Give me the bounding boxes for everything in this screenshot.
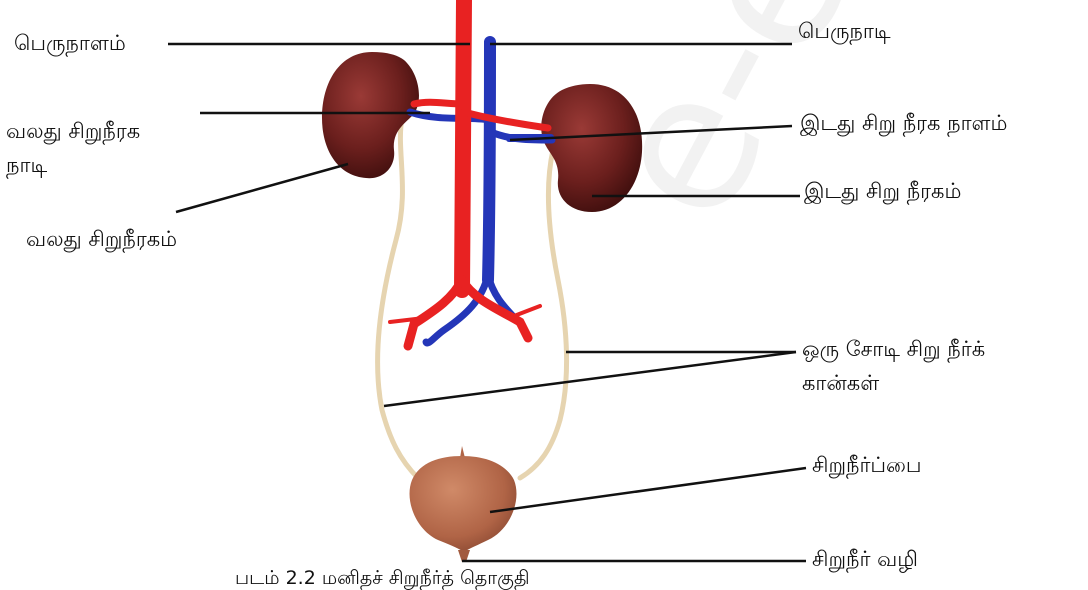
label-right-renal-artery-line2: நாடி xyxy=(6,152,47,178)
label-right-kidney: வலது சிறுநீரகம் xyxy=(26,226,177,252)
aorta xyxy=(390,0,548,346)
label-ureters-line1: ஒரு சோடி சிறு நீர்க் xyxy=(802,336,985,362)
label-ureters-line2: கான்கள் xyxy=(802,370,879,396)
label-urethra: சிறுநீர் வழி xyxy=(812,546,918,572)
label-left-kidney: இடது சிறு நீரகம் xyxy=(804,178,961,204)
label-aorta-right: பெருநாடி xyxy=(798,18,891,44)
label-left-renal-vein: இடது சிறு நீரக நாளம் xyxy=(800,110,1007,136)
left-kidney-shape xyxy=(541,84,642,212)
label-right-renal-artery-line1: வலது சிறுநீரக xyxy=(6,118,140,144)
right-kidney-shape xyxy=(322,52,419,178)
urinary-bladder xyxy=(410,446,517,562)
left-ureter xyxy=(520,150,567,478)
figure-caption: படம் 2.2 மனிதச் சிறுநீர்த் தொகுதி xyxy=(235,567,530,590)
label-bladder: சிறுநீர்ப்பை xyxy=(812,452,922,478)
label-aorta-left: பெருநாளம் xyxy=(14,30,126,56)
